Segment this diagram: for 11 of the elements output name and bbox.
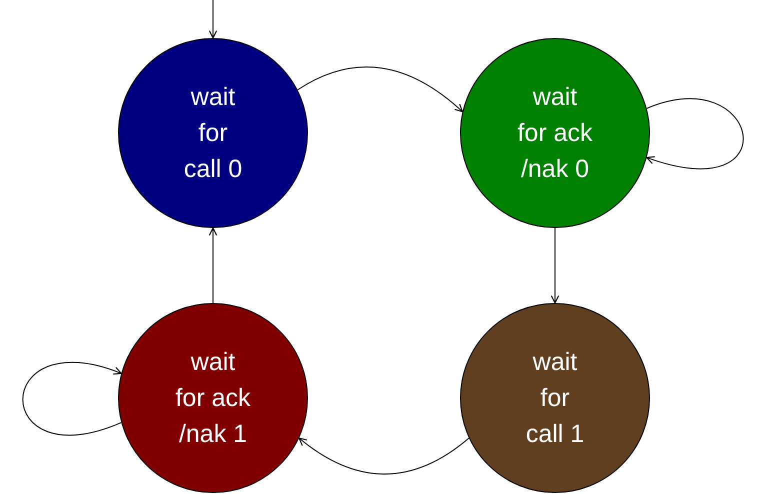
arrow (550, 228, 560, 304)
state-label: wait for call 0 (182, 82, 244, 186)
state-label: wait for ack /nak 1 (174, 346, 252, 450)
arrow (22, 362, 122, 436)
state-label: wait for call 1 (524, 346, 586, 450)
arrow (646, 98, 744, 170)
arrow (297, 66, 463, 112)
arrow (208, 227, 218, 304)
state-label: wait for ack /nak 0 (516, 82, 594, 186)
arrow (208, 0, 218, 39)
arrow (298, 438, 470, 475)
